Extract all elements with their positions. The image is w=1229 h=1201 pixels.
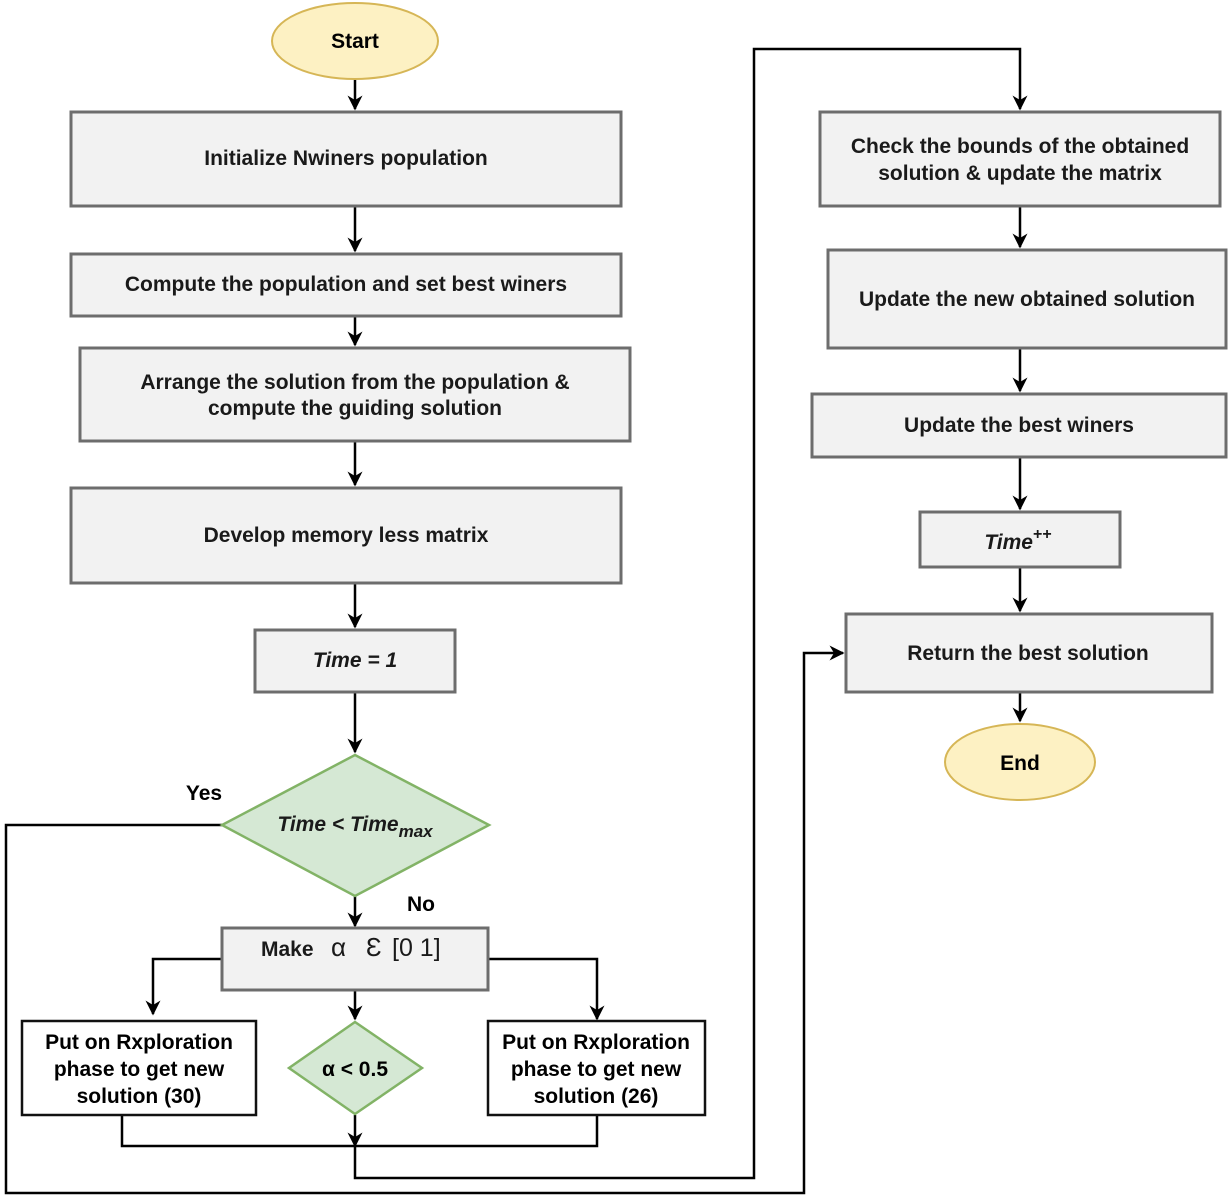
init-node: Initialize Nwiners population xyxy=(69,110,623,208)
connectors xyxy=(4,47,1028,1195)
update-best-box xyxy=(810,392,1228,459)
end-terminal xyxy=(944,723,1096,801)
alpha-decision-diamond xyxy=(286,1020,425,1116)
make-range: [0 1] xyxy=(392,934,441,962)
arrange-label-line1: Arrange the solution from the population… xyxy=(140,371,569,394)
end-node: End xyxy=(944,723,1096,801)
arrange-box xyxy=(78,346,632,443)
check-label-line2: solution & update the matrix xyxy=(878,162,1162,185)
time-init-label: Time = 1 xyxy=(313,649,397,672)
start-node: Start xyxy=(271,2,439,80)
left-phase-line3: solution (30) xyxy=(77,1085,202,1108)
check-label-line1: Check the bounds of the obtained xyxy=(851,135,1189,158)
right-phase-line2: phase to get new xyxy=(511,1058,682,1081)
end-label: End xyxy=(1000,752,1040,775)
develop-node: Develop memory less matrix xyxy=(69,486,623,585)
right-phase-line1: Put on Rxploration xyxy=(502,1031,690,1054)
time-inc-superscript: ++ xyxy=(1033,526,1052,543)
develop-box xyxy=(69,486,623,585)
return-box xyxy=(844,612,1214,694)
update-best-node: Update the best winers xyxy=(810,392,1228,459)
return-node: Return the best solution xyxy=(844,612,1214,694)
start-label: Start xyxy=(331,30,379,53)
update-solution-box xyxy=(826,248,1228,350)
check-node: Check the bounds of the obtained solutio… xyxy=(818,110,1222,208)
main-decision-diamond xyxy=(219,753,492,898)
arrow-make-to-right-phase xyxy=(488,957,605,1021)
alpha-decision-node: α < 0.5 xyxy=(286,1020,425,1116)
check-box xyxy=(818,110,1222,208)
update-best-label: Update the best winers xyxy=(904,414,1134,437)
init-label: Initialize Nwiners population xyxy=(204,147,488,170)
no-label: No xyxy=(407,893,435,916)
line-left-phase-merge xyxy=(120,1115,599,1148)
arrange-label-line2: compute the guiding solution xyxy=(208,397,502,420)
update-solution-node: Update the new obtained solution xyxy=(826,248,1228,350)
left-phase-line1: Put on Rxploration xyxy=(45,1031,233,1054)
main-decision-subscript: max xyxy=(399,822,435,841)
make-alpha: α xyxy=(331,932,346,962)
return-label: Return the best solution xyxy=(907,642,1149,665)
right-phase-line3: solution (26) xyxy=(534,1085,659,1108)
alpha-decision-label: α < 0.5 xyxy=(322,1058,388,1081)
develop-label: Develop memory less matrix xyxy=(204,524,489,547)
compute-label: Compute the population and set best wine… xyxy=(125,273,567,296)
yes-label: Yes xyxy=(186,782,222,805)
right-phase-box xyxy=(486,1019,707,1117)
init-box xyxy=(69,110,623,208)
make-box xyxy=(220,926,490,992)
left-phase-node: Put on Rxploration phase to get new solu… xyxy=(20,1019,258,1117)
left-phase-line2: phase to get new xyxy=(54,1058,225,1081)
left-phase-box xyxy=(20,1019,258,1117)
time-inc-label: Time++ xyxy=(984,526,1051,554)
start-terminal xyxy=(271,2,439,80)
right-phase-node: Put on Rxploration phase to get new solu… xyxy=(486,1019,707,1117)
update-solution-label: Update the new obtained solution xyxy=(859,288,1195,311)
time-inc-node: Time++ xyxy=(918,510,1122,569)
compute-node: Compute the population and set best wine… xyxy=(69,252,623,318)
time-inc-box xyxy=(918,510,1122,569)
time-init-node: Time = 1 xyxy=(253,628,457,694)
arrange-node: Arrange the solution from the population… xyxy=(78,346,632,443)
main-decision-node: Time < Timemax xyxy=(219,753,492,898)
arrow-make-to-left-phase xyxy=(145,957,222,1016)
main-decision-label: Time < Timemax xyxy=(277,813,434,841)
arrow-merge-to-check xyxy=(353,47,1028,1180)
compute-box xyxy=(69,252,623,318)
time-init-box xyxy=(253,628,457,694)
make-epsilon: Ɛ xyxy=(366,932,382,962)
arrow-yes-to-return xyxy=(4,645,845,1195)
